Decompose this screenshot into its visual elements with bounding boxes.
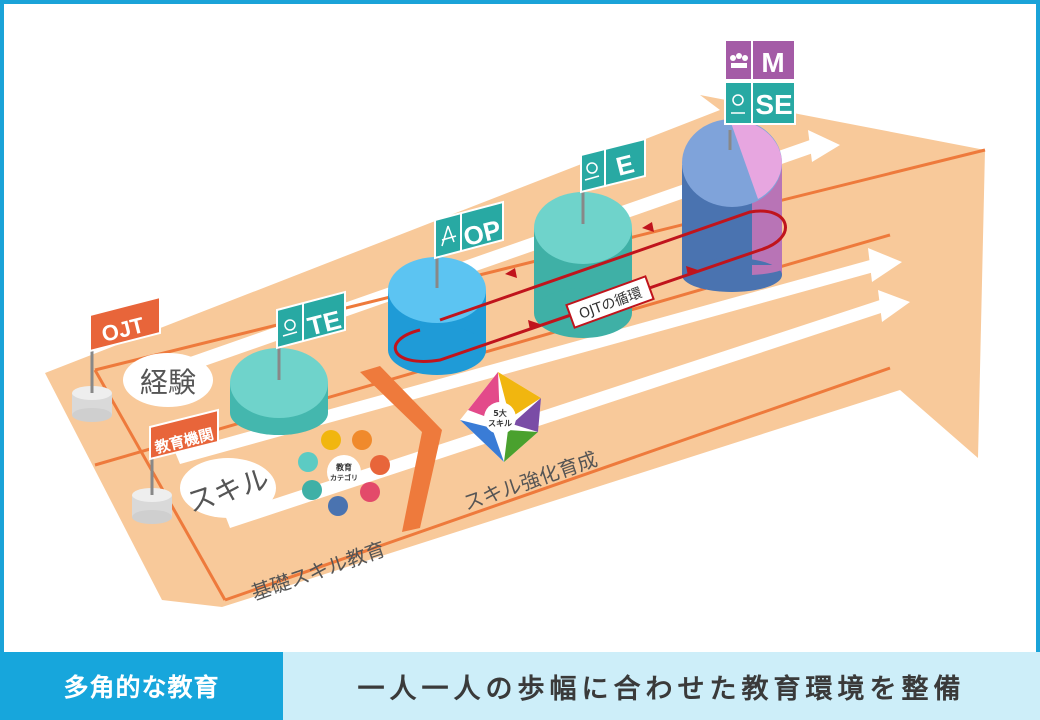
helmet-worker-icon: [731, 94, 745, 114]
te-flag: TE: [276, 290, 346, 350]
education-diagram: 経験 スキル OJTの循環: [45, 39, 986, 607]
people-group-icon: [730, 53, 748, 68]
op-flag: OP: [434, 200, 504, 260]
op-cylinder: [388, 257, 486, 375]
e-flag: E: [580, 137, 646, 194]
helmet-worker-icon: [584, 162, 600, 181]
pentagon-segment-blue: [460, 420, 504, 462]
m-flag-text: M: [761, 47, 784, 78]
te-cylinder: [230, 348, 328, 435]
experience-label: 経験: [140, 366, 196, 399]
cycle-arrow-4: [686, 266, 698, 276]
stage-divider: [360, 366, 442, 532]
cycle-arrow-3: [528, 320, 540, 330]
experience-bubble: [123, 353, 213, 407]
pentagon-segment-purple: [512, 398, 541, 432]
se-m-cylinder: [682, 119, 782, 292]
category-icon-hand: [321, 430, 341, 450]
pentagon-segment-green: [504, 430, 538, 462]
m-flag: M: [724, 39, 796, 81]
education-category-line1: 教育: [335, 462, 352, 472]
category-icon-gear: [360, 482, 380, 502]
left-guide-line: [93, 369, 227, 601]
ojt-base-cylinder: [72, 386, 112, 422]
education-category-cluster: 教育 カテゴリ: [298, 430, 390, 516]
five-skills-line2: スキル: [488, 419, 512, 428]
category-icon-person: [370, 455, 390, 475]
white-stripe-2: [175, 260, 874, 464]
five-skills-line1: 5大: [493, 408, 507, 418]
five-skills-pentagon: 5大 スキル: [460, 372, 541, 462]
skill-bubble: [180, 458, 276, 518]
se-flag-text: SE: [755, 89, 792, 120]
category-icon-group: [302, 480, 322, 500]
caption-left: 多角的な教育: [0, 652, 283, 720]
cycle-arrow-1: [505, 268, 517, 278]
white-stripe-3: [225, 300, 884, 528]
se-flag: SE: [724, 81, 796, 125]
white-stripe-1-head: [808, 130, 840, 162]
helmet-worker-icon: [282, 319, 298, 337]
bottom-guide-line: [224, 366, 891, 602]
education-category-line2: カテゴリ: [330, 473, 358, 482]
education-category-center: [327, 455, 361, 489]
category-icon-lightbulb: [298, 452, 318, 472]
institution-base-cylinder: [132, 488, 172, 524]
category-icon-board: [328, 496, 348, 516]
white-stripe-2-head: [868, 248, 902, 282]
caption-right: 一人一人の歩幅に合わせた教育環境を整備: [283, 652, 1040, 720]
white-stripe-3-head: [878, 290, 910, 322]
category-icon-people: [352, 430, 372, 450]
five-skills-center: [484, 402, 516, 434]
cycle-arrow-2: [642, 222, 654, 232]
compass-icon: [441, 225, 457, 247]
